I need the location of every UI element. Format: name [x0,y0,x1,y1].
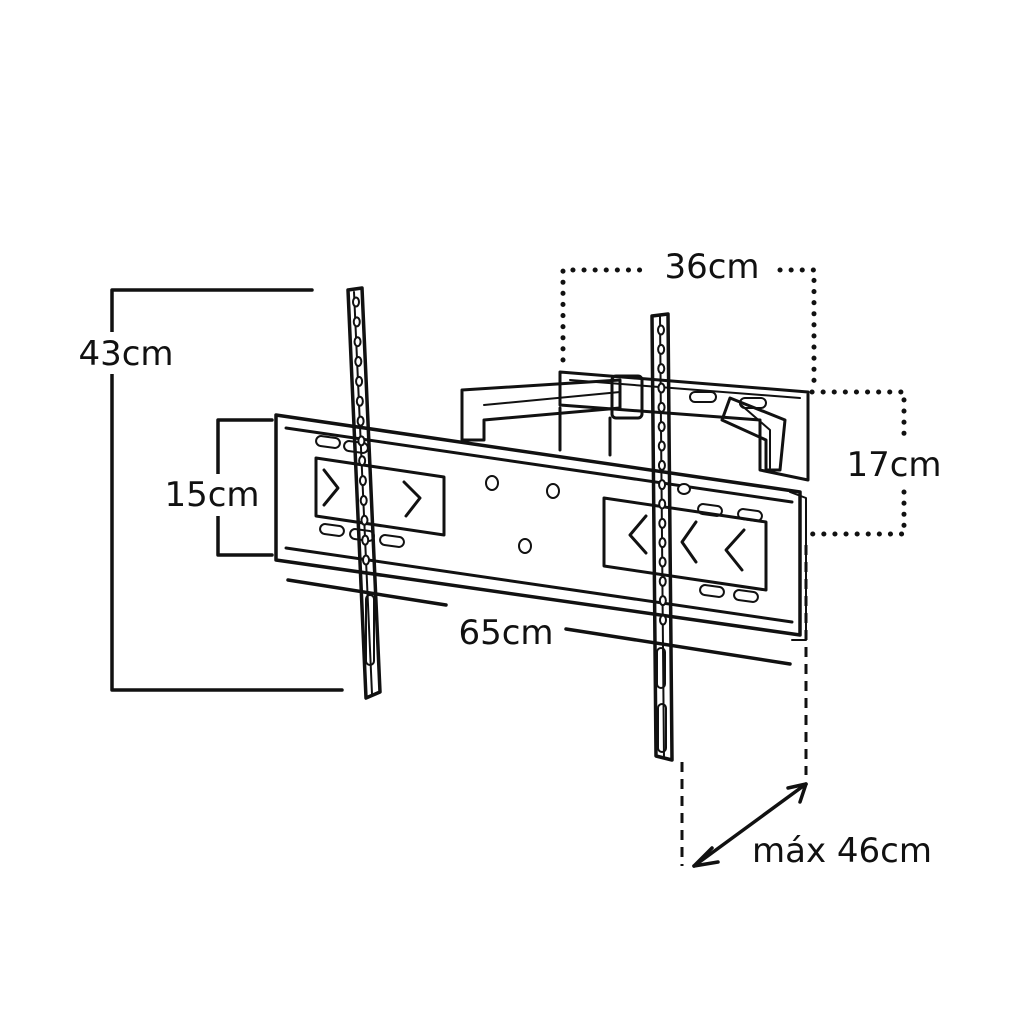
left-vertical-bracket [346,286,382,700]
dimension-arm-width: 36cm [560,247,817,393]
mounting-hole [658,498,667,510]
label-max-extension: máx 46cm [752,831,932,871]
mounting-hole [355,395,364,407]
mounting-hole [356,415,365,427]
mounting-hole [352,296,360,308]
mounting-hole [657,382,666,394]
mounting-hole [658,575,667,587]
mounting-hole [657,421,666,433]
mounting-hole [657,401,666,413]
mounting-hole [658,517,667,529]
right-vertical-bracket [650,312,674,762]
label-total-height: 43cm [78,334,173,374]
label-total-width: 65cm [458,613,553,653]
label-arm-width: 36cm [664,247,759,287]
mounting-hole [657,343,666,355]
mounting-hole [354,356,363,368]
label-plate-height: 15cm [164,475,259,515]
mounting-hole [658,556,667,568]
mounting-hole [360,514,369,526]
swivel-arm-assembly [460,370,810,482]
mounting-hole [658,595,667,607]
mounting-hole [659,614,667,626]
mounting-hole [362,554,370,566]
mounting-hole [352,316,361,328]
mounting-hole [357,435,366,447]
mounting-hole [359,494,368,506]
label-arm-depth: 17cm [846,445,941,485]
mounting-hole [657,459,666,471]
mounting-hole [353,336,362,348]
dimension-max-extension: máx 46cm [680,545,932,871]
dimension-total-width: 65cm [286,578,792,666]
mounting-hole [358,475,367,487]
mounting-hole [657,363,666,375]
dimension-total-height: 43cm [76,288,344,692]
mounting-hole [361,534,370,546]
mounting-hole [358,455,367,467]
dimension-plate-height: 15cm [162,418,274,557]
mounting-hole [658,537,667,549]
mounting-hole [657,440,666,452]
mounting-hole [658,479,667,491]
mounting-hole [355,375,364,387]
mounting-hole [657,324,665,336]
tv-mounting-plate [274,413,807,641]
dimension-arm-depth: 17cm [809,389,942,537]
